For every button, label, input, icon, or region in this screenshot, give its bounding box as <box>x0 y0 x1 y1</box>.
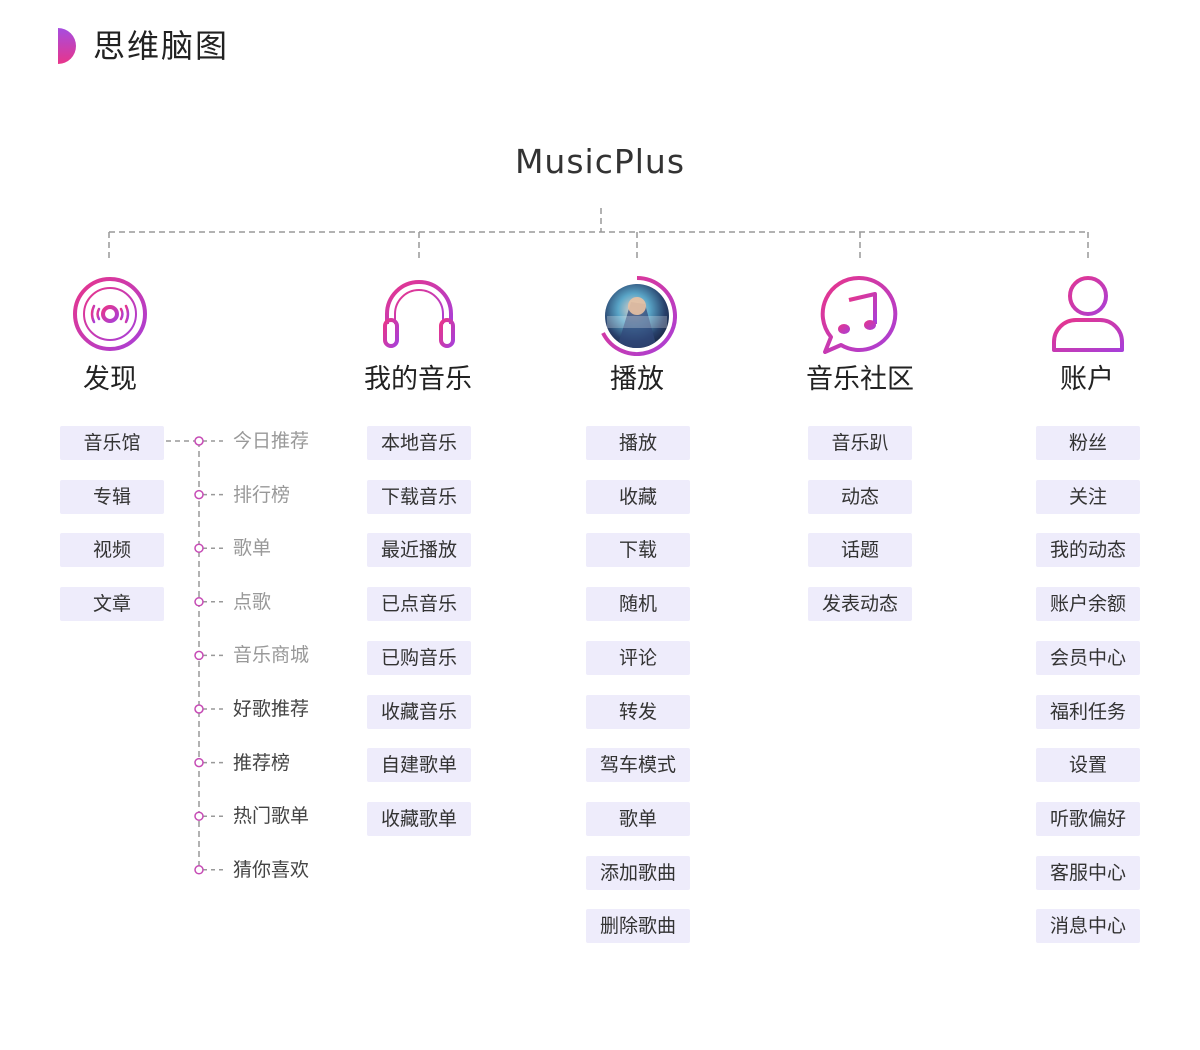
sub-item: 推荐榜 <box>233 752 291 774</box>
leaf-node: 转发 <box>586 695 690 729</box>
vinyl-disc-icon <box>73 277 147 351</box>
leaf-node: 音乐趴 <box>808 426 912 460</box>
leaf-node: 会员中心 <box>1036 641 1140 675</box>
user-avatar-icon <box>1052 276 1124 352</box>
page-title: 思维脑图 <box>93 27 230 65</box>
leaf-node: 已购音乐 <box>367 641 471 675</box>
leaf-node: 专辑 <box>60 480 164 514</box>
leaf-node: 发表动态 <box>808 587 912 621</box>
sub-node-dot <box>194 757 204 768</box>
sub-item: 点歌 <box>233 591 272 613</box>
leaf-node: 我的动态 <box>1036 533 1140 567</box>
leaf-node: 音乐馆 <box>60 426 164 460</box>
leaf-node: 收藏 <box>586 480 690 514</box>
sub-item: 热门歌单 <box>233 805 310 827</box>
sub-item: 歌单 <box>233 537 272 559</box>
branch-title-play: 播放 <box>610 364 664 395</box>
branch-title-account: 账户 <box>1060 364 1114 395</box>
sub-node-dot <box>194 811 204 821</box>
title-marker-icon <box>58 28 76 64</box>
sub-node-dot <box>194 597 204 607</box>
leaf-node: 听歌偏好 <box>1036 802 1140 836</box>
leaf-node: 收藏歌单 <box>367 802 471 836</box>
headphones-icon <box>383 280 455 350</box>
leaf-node: 福利任务 <box>1036 695 1140 729</box>
leaf-node: 驾车模式 <box>586 748 690 782</box>
leaf-node: 账户余额 <box>1036 587 1140 621</box>
branch-title-discover: 发现 <box>83 364 137 395</box>
leaf-node: 下载 <box>586 533 690 567</box>
music-chat-bubble-icon <box>820 275 898 354</box>
sub-node-dot <box>194 865 204 875</box>
leaf-node: 文章 <box>60 587 164 621</box>
branch-title-my-music: 我的音乐 <box>364 364 472 395</box>
leaf-node: 动态 <box>808 480 912 514</box>
leaf-node: 已点音乐 <box>367 587 471 621</box>
leaf-node: 关注 <box>1036 480 1140 514</box>
leaf-node: 设置 <box>1036 748 1140 782</box>
leaf-node: 随机 <box>586 587 690 621</box>
leaf-node: 话题 <box>808 533 912 567</box>
leaf-node: 收藏音乐 <box>367 695 471 729</box>
branch-title-community: 音乐社区 <box>806 364 914 395</box>
leaf-node: 消息中心 <box>1036 909 1140 943</box>
sub-node-dot <box>194 543 204 553</box>
sub-node-dot <box>194 704 204 714</box>
leaf-node: 歌单 <box>586 802 690 836</box>
sub-node-dot <box>194 650 204 661</box>
sub-item: 猜你喜欢 <box>233 859 310 881</box>
sub-item: 今日推荐 <box>233 430 310 452</box>
leaf-node: 视频 <box>60 533 164 567</box>
sub-item: 好歌推荐 <box>233 698 310 720</box>
leaf-node: 客服中心 <box>1036 856 1140 890</box>
leaf-node: 删除歌曲 <box>586 909 690 943</box>
leaf-node: 播放 <box>586 426 690 460</box>
leaf-node: 评论 <box>586 641 690 675</box>
sub-item: 排行榜 <box>233 484 291 506</box>
leaf-node: 最近播放 <box>367 533 471 567</box>
sub-item: 音乐商城 <box>233 644 310 666</box>
leaf-node: 粉丝 <box>1036 426 1140 460</box>
album-cover-icon <box>601 276 677 356</box>
leaf-node: 自建歌单 <box>367 748 471 782</box>
sub-node-dot <box>194 489 204 500</box>
leaf-node: 本地音乐 <box>367 426 471 460</box>
root-node-title: MusicPlus <box>514 142 686 181</box>
leaf-node: 添加歌曲 <box>586 856 690 890</box>
sub-node-dot <box>194 436 204 446</box>
leaf-node: 下载音乐 <box>367 480 471 514</box>
